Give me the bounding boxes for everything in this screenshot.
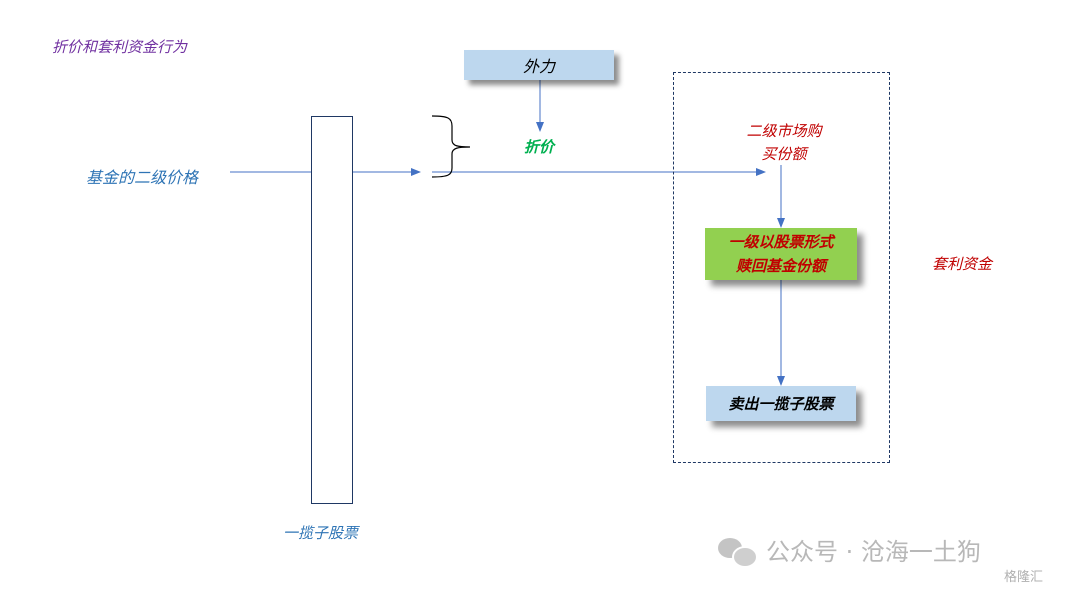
fund-secondary-price-label: 基金的二级价格 (86, 168, 199, 187)
primary-redeem-box: 一级以股票形式 赎回基金份额 (705, 228, 857, 280)
discount-label: 折价 (524, 138, 555, 156)
brand-watermark: 格隆汇 (1004, 570, 1044, 585)
secondary-market-buy-label: 二级市场购 买份额 (746, 122, 822, 163)
diagram-title: 折价和套利资金行为 (52, 38, 188, 56)
watermark-text: 公众号 · 沧海一土狗 (766, 538, 981, 566)
arbitrage-dashed-frame (673, 72, 890, 463)
stock-basket-bar (311, 116, 353, 504)
watermark: 公众号 · 沧海一土狗 (718, 532, 981, 568)
wechat-icon (718, 536, 758, 568)
arbitrage-funds-label: 套利资金 (932, 255, 993, 273)
external-force-box: 外力 (464, 50, 614, 80)
sell-basket-box: 卖出一揽子股票 (706, 386, 856, 421)
curly-brace (431, 115, 471, 178)
stock-basket-label: 一揽子股票 (283, 524, 359, 542)
